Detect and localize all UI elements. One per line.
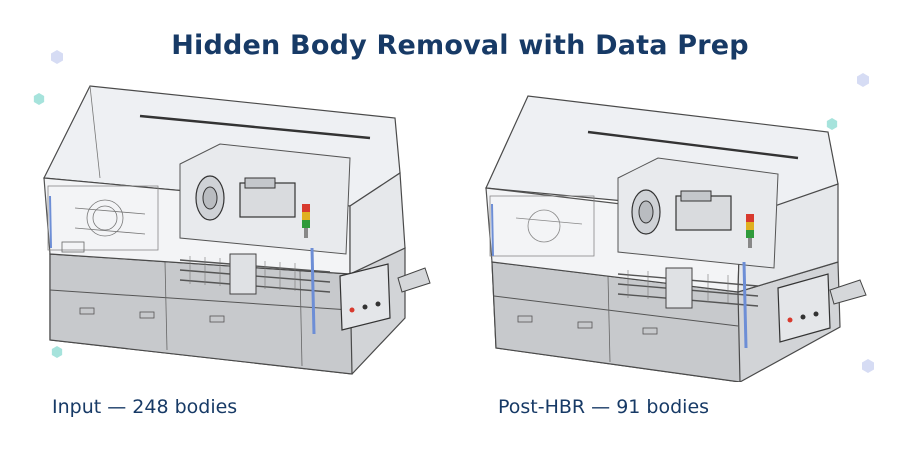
hexagon-icon bbox=[51, 50, 63, 64]
input-caption: Input — 248 bodies bbox=[52, 396, 238, 418]
hexagon-icon bbox=[51, 346, 63, 358]
page-title: Hidden Body Removal with Data Prep bbox=[171, 30, 749, 61]
cnc-lathe-machine-input bbox=[43, 85, 431, 375]
hexagon-icon bbox=[826, 118, 838, 130]
post-hbr-caption: Post-HBR — 91 bodies bbox=[498, 396, 710, 418]
hexagon-icon bbox=[33, 93, 45, 105]
hexagon-icon bbox=[857, 73, 869, 87]
cnc-lathe-machine-post-hbr bbox=[485, 95, 867, 382]
hexagon-icon bbox=[862, 359, 874, 373]
